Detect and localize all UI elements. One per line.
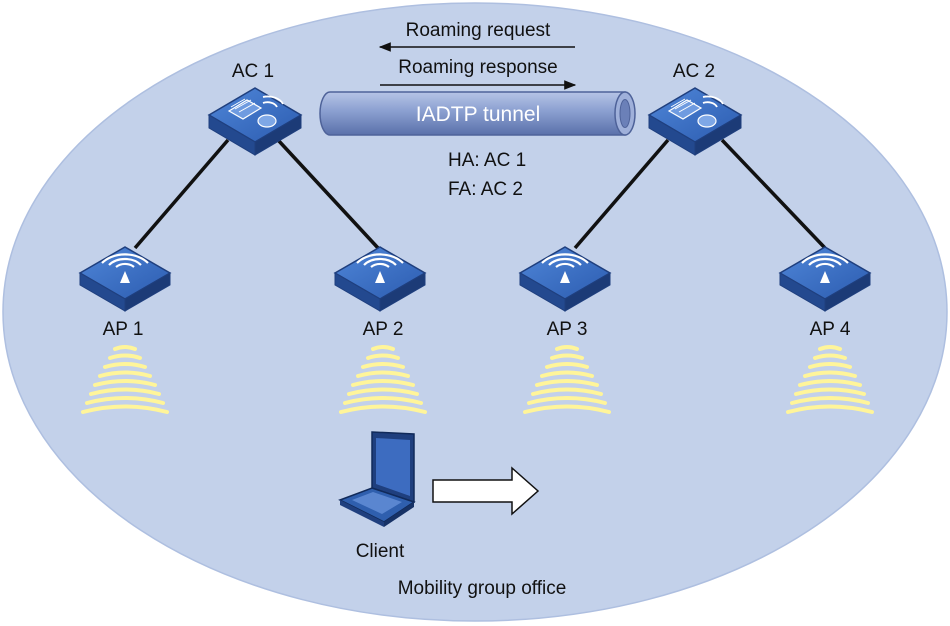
client-laptop-icon bbox=[338, 431, 416, 527]
ac2-device: AC 2 bbox=[648, 61, 742, 156]
ap1-label: AP 1 bbox=[103, 319, 144, 340]
fa-label: FA: AC 2 bbox=[448, 179, 523, 200]
ac1-label: AC 1 bbox=[232, 61, 274, 82]
roaming-arrows: Roaming request Roaming response bbox=[378, 20, 577, 90]
mobility-group-label: Mobility group office bbox=[398, 578, 567, 599]
link-ac1-ap2 bbox=[276, 138, 380, 250]
ac1-device: AC 1 bbox=[208, 61, 302, 156]
ap4-device: AP 4 bbox=[778, 245, 872, 340]
ap3-device: AP 3 bbox=[518, 245, 612, 340]
ac2-label: AC 2 bbox=[673, 61, 715, 82]
ap2-label: AP 2 bbox=[363, 319, 404, 340]
ap2-device: AP 2 bbox=[333, 245, 427, 340]
ap3-label: AP 3 bbox=[547, 319, 588, 340]
movement-arrow bbox=[432, 466, 540, 516]
link-ac2-ap4 bbox=[720, 138, 827, 250]
iadtp-tunnel: IADTP tunnel bbox=[319, 91, 636, 136]
client-label: Client bbox=[356, 541, 405, 562]
tunnel-label: IADTP tunnel bbox=[416, 103, 541, 126]
roaming-response-label: Roaming response bbox=[398, 57, 557, 78]
ha-label: HA: AC 1 bbox=[448, 150, 526, 171]
link-ac1-ap1 bbox=[133, 138, 230, 250]
ap4-label: AP 4 bbox=[810, 319, 851, 340]
roaming-request-label: Roaming request bbox=[406, 20, 551, 41]
ap1-device: AP 1 bbox=[78, 245, 172, 340]
link-ac2-ap3 bbox=[573, 138, 670, 250]
connection-lines bbox=[133, 138, 827, 250]
